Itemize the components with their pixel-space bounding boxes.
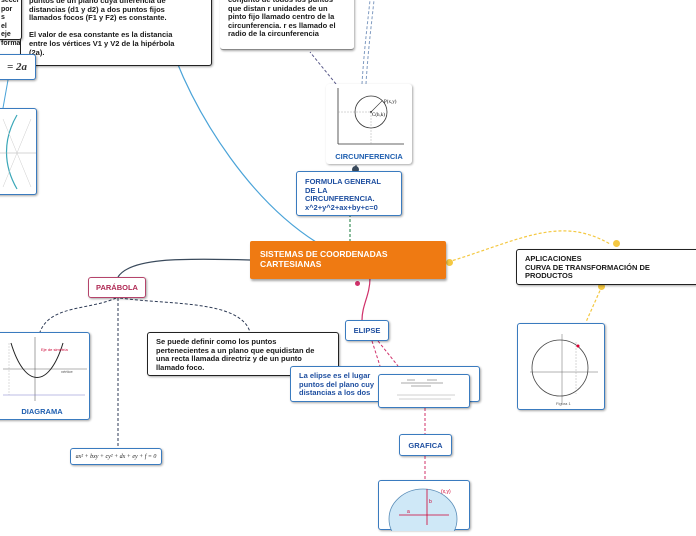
applications-image-node[interactable]: Figura 1 bbox=[517, 323, 605, 410]
edge-ellipse-image bbox=[377, 340, 399, 367]
hyperbola-plot-icon bbox=[0, 114, 36, 190]
central-topic[interactable]: SISTEMAS DE COORDENADAS CARTESIANAS bbox=[250, 241, 446, 279]
parabola-description[interactable]: Se puede definir como los puntos pertene… bbox=[147, 332, 339, 376]
edge-central-ellipse bbox=[361, 277, 371, 321]
svg-text:Figura 1: Figura 1 bbox=[556, 401, 571, 406]
ellipse-formula-icon bbox=[397, 379, 455, 400]
connector-dot bbox=[598, 283, 605, 290]
hyperbola-definition-left[interactable]: secci por s el eje forma bbox=[0, 0, 22, 47]
circle-label: CIRCUNFERENCIA bbox=[335, 152, 403, 161]
parabola-diagram-label: DIAGRAMA bbox=[21, 407, 63, 416]
edge-central-hyperbola bbox=[175, 59, 317, 243]
svg-text:(x,y): (x,y) bbox=[441, 489, 451, 495]
edge-parabola-diagram bbox=[39, 297, 117, 333]
circle-plot-icon: P(x,y) C(h,k) bbox=[337, 88, 404, 145]
circle-image-node[interactable]: P(x,y) C(h,k) CIRCUNFERENCIA bbox=[326, 84, 412, 164]
hyperbola-formula-text: = 2a bbox=[6, 61, 27, 73]
connector-dot bbox=[352, 166, 359, 173]
svg-text:P(x,y): P(x,y) bbox=[384, 100, 397, 105]
hyperbola-description[interactable]: puntos de un plano cuya diferencia de di… bbox=[20, 0, 212, 66]
connector-lines bbox=[2, 0, 611, 480]
parabola-formula-text: ax² + bxy + cy² + dx + ey + f = 0 bbox=[75, 453, 157, 460]
transformation-curve-icon: Figura 1 bbox=[530, 334, 598, 406]
ellipse-node[interactable]: ELIPSE bbox=[345, 320, 389, 341]
svg-text:vértice: vértice bbox=[61, 369, 74, 374]
connector-dot bbox=[446, 259, 453, 266]
edge-parabola-desc bbox=[119, 297, 251, 333]
hyperbola-formula-image[interactable]: = 2a bbox=[0, 54, 36, 80]
svg-text:b: b bbox=[429, 499, 432, 505]
connector-dot bbox=[355, 281, 360, 286]
edge-circle-up-2 bbox=[365, 0, 375, 85]
edge-central-applications bbox=[447, 230, 611, 263]
edge-applications-image bbox=[585, 285, 603, 323]
circle-description[interactable]: conjunto de todos los puntos que distan … bbox=[220, 0, 354, 50]
svg-text:Eje de simetría: Eje de simetría bbox=[41, 347, 68, 352]
ellipse-image-node[interactable]: (x,y) b a bbox=[378, 480, 470, 536]
parabola-plot-icon: Eje de simetría vértice bbox=[3, 337, 87, 401]
edge-circle-desc bbox=[309, 51, 337, 85]
connector-dot bbox=[613, 240, 620, 247]
edge-central-parabola bbox=[117, 258, 251, 278]
edge-ellipse-desc bbox=[371, 340, 381, 367]
parabola-formula-image[interactable]: ax² + bxy + cy² + dx + ey + f = 0 bbox=[70, 448, 162, 465]
svg-text:a: a bbox=[407, 509, 410, 515]
hyperbola-image[interactable] bbox=[0, 108, 37, 195]
parabola-diagram-node[interactable]: Eje de simetría vértice DIAGRAMA bbox=[0, 332, 90, 420]
ellipse-plot-icon: (x,y) b a bbox=[388, 488, 458, 536]
circle-formula[interactable]: FORMULA GENERAL DE LA CIRCUNFERENCIA. x^… bbox=[296, 171, 402, 216]
edge-circle-up-1 bbox=[361, 0, 371, 85]
edge-hyperbola-image bbox=[2, 79, 9, 109]
ellipse-formula-image[interactable] bbox=[378, 374, 470, 408]
applications-node[interactable]: APLICACIONES CURVA DE TRANSFORMACIÓN DE … bbox=[516, 249, 696, 285]
parabola-node[interactable]: PARÁBOLA bbox=[88, 277, 146, 298]
svg-text:C(h,k): C(h,k) bbox=[372, 113, 385, 118]
ellipse-graphic-node[interactable]: GRAFICA bbox=[399, 434, 452, 456]
